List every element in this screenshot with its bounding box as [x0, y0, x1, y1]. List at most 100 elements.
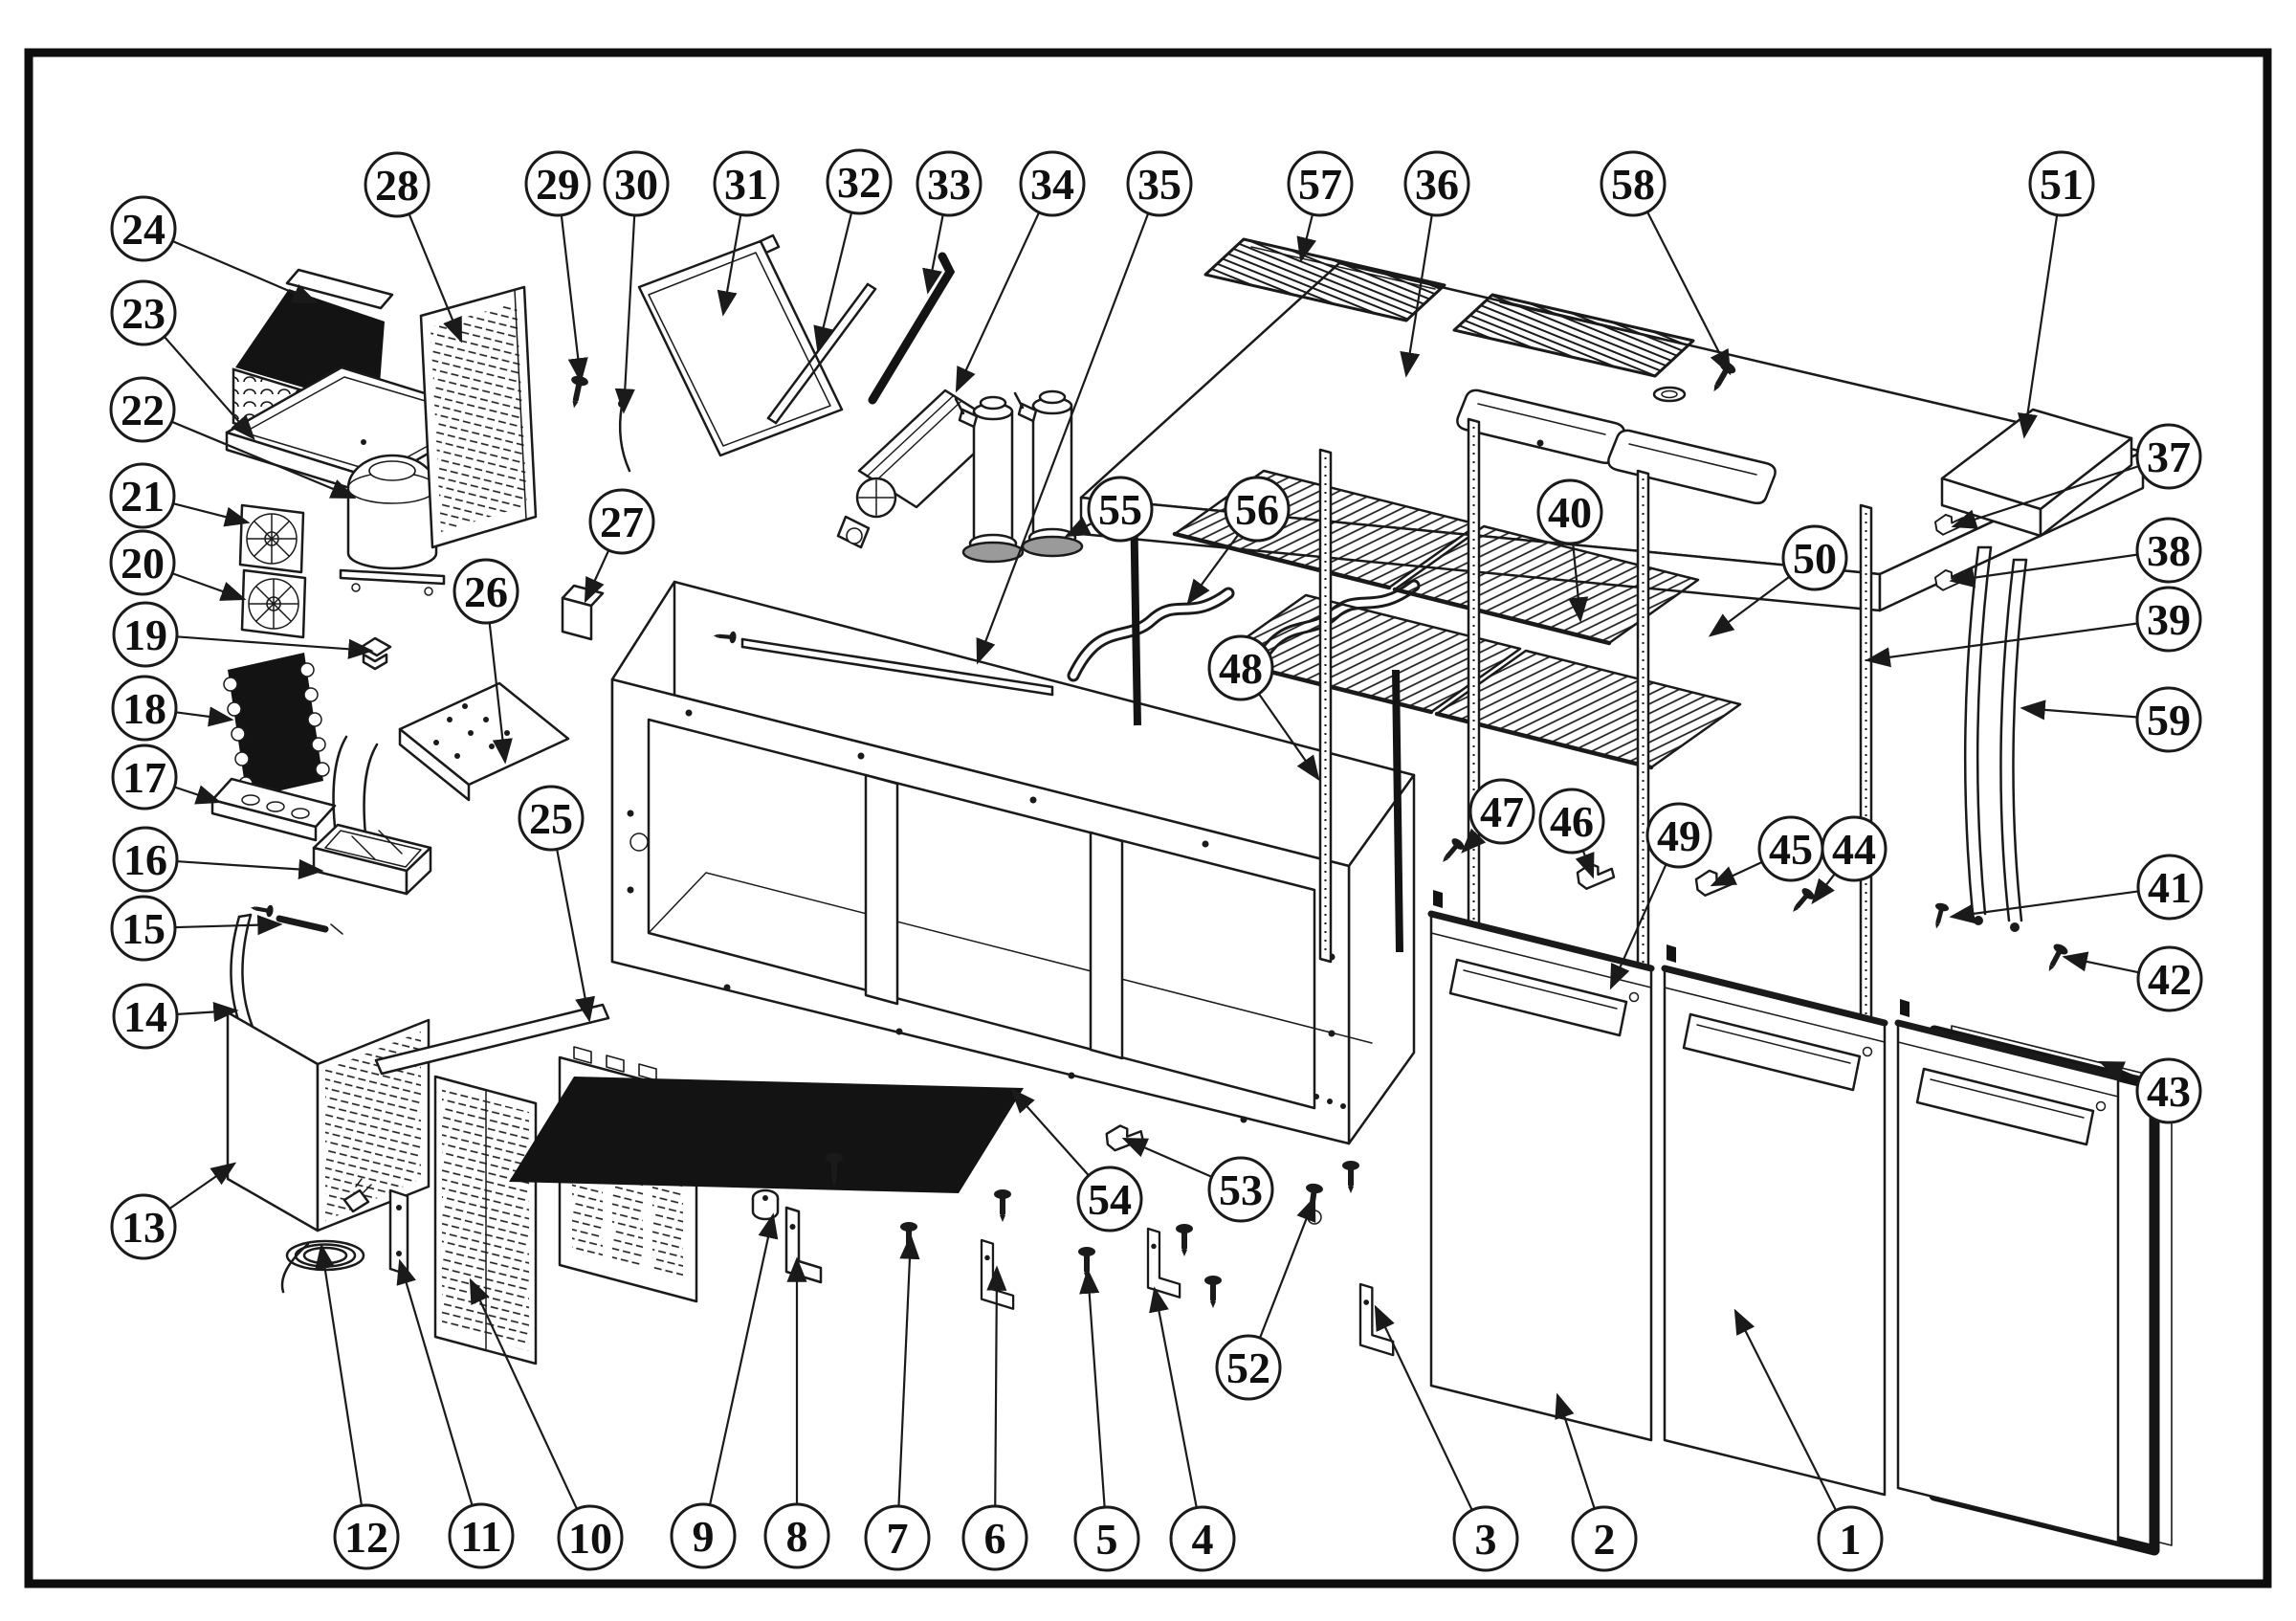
callout-number: 45 [1769, 825, 1813, 874]
callout-number: 50 [1793, 534, 1837, 583]
callout-balloon [1403, 150, 1470, 217]
callout-balloon [1215, 1334, 1282, 1401]
callout-number: 22 [121, 386, 165, 434]
callout-number: 44 [1832, 825, 1876, 874]
callout-45: 45 [1710, 815, 1824, 887]
callout-number: 13 [121, 1203, 166, 1252]
callout-balloon [2135, 517, 2202, 584]
callout-number: 48 [1219, 644, 1263, 693]
leader-line [408, 214, 463, 344]
leader-line [171, 421, 357, 500]
callout-number: 53 [1219, 1166, 1263, 1214]
callout-44: 44 [1811, 815, 1888, 905]
callout-balloon [1073, 1505, 1140, 1572]
leader-line [177, 635, 374, 659]
callout-53: 53 [1121, 1137, 1274, 1223]
leader-line [1949, 890, 2138, 924]
leader-line [1461, 828, 1487, 854]
leader-line [174, 785, 222, 805]
heater-strip-33 [868, 252, 956, 405]
callout-balloon [1571, 1505, 1638, 1572]
callout-23: 23 [110, 279, 255, 440]
leader-line [1259, 1195, 1316, 1338]
leader-line [488, 623, 513, 765]
callout-26: 26 [453, 558, 519, 765]
callout-48: 48 [1207, 634, 1320, 782]
callout-balloon [448, 1502, 515, 1569]
callout-number: 49 [1657, 811, 1701, 860]
callout-balloon [333, 1503, 400, 1570]
callout-39: 39 [1865, 586, 2202, 668]
leader-line [172, 572, 247, 601]
door-left [1427, 910, 1655, 1442]
callout-number: 52 [1226, 1343, 1270, 1392]
callout-number: 4 [1192, 1515, 1214, 1564]
callout-balloon [557, 1504, 624, 1571]
callout-balloon [518, 785, 585, 852]
leader-line [922, 215, 944, 295]
leader-line [173, 502, 251, 527]
callout-number: 14 [123, 992, 167, 1041]
callout-42: 42 [2062, 945, 2203, 1012]
callout-number: 12 [344, 1513, 388, 1562]
callout-balloon [588, 488, 655, 555]
callout-balloon [1287, 150, 1354, 217]
callout-balloon [713, 150, 780, 217]
callout-balloon [1169, 1505, 1236, 1572]
callout-38: 38 [1949, 517, 2202, 588]
callout-number: 18 [122, 684, 166, 733]
callout-balloon [109, 462, 176, 529]
condenser-fan-1 [238, 503, 305, 574]
callout-balloon [1207, 634, 1274, 701]
callout-number: 5 [1096, 1515, 1118, 1564]
leader-line [1951, 465, 2138, 529]
callout-57: 57 [1287, 150, 1354, 263]
callout-number: 37 [2147, 433, 2191, 481]
leader-line [717, 215, 742, 317]
callout-balloon [1600, 150, 1667, 217]
callout-balloon [110, 279, 177, 346]
callout-number: 42 [2148, 955, 2192, 1004]
callout-number: 38 [2147, 526, 2191, 575]
callout-balloon [1076, 1166, 1143, 1232]
fan-motor-mount [751, 1188, 780, 1221]
callout-6: 6 [961, 1265, 1028, 1571]
heater-rod-35 [713, 629, 1054, 697]
callout-number: 16 [123, 835, 167, 884]
callout-number: 55 [1098, 485, 1142, 534]
callout-25: 25 [518, 785, 595, 1023]
leader-line [1865, 622, 2137, 668]
callout-47: 47 [1461, 778, 1535, 854]
callout-balloon [111, 675, 178, 742]
callout-46: 46 [1538, 788, 1605, 879]
callout-24: 24 [110, 195, 319, 304]
callout-number: 33 [927, 160, 971, 209]
callout-number: 23 [121, 289, 166, 338]
callout-33: 33 [916, 150, 982, 295]
callout-number: 10 [568, 1514, 612, 1563]
leader-line [1555, 1392, 1596, 1509]
callout-balloon [961, 1504, 1028, 1571]
leader-line [469, 1277, 578, 1509]
callout-balloon [2136, 945, 2203, 1012]
callout-number: 2 [1594, 1515, 1616, 1564]
callout-number: 43 [2147, 1067, 2191, 1116]
callout-balloon [763, 1502, 830, 1569]
vent-grate-2 [1452, 293, 1695, 378]
callout-balloon [603, 150, 670, 217]
callout-5: 5 [1073, 1268, 1140, 1572]
callout-9: 9 [670, 1212, 779, 1569]
callout-number: 25 [529, 794, 573, 843]
leader-line [1400, 215, 1433, 378]
callout-3: 3 [1374, 1304, 1519, 1572]
leader-line [813, 212, 852, 352]
callout-1: 1 [1733, 1308, 1884, 1572]
door-hinge-pins [1433, 890, 1910, 1017]
callout-50: 50 [1708, 524, 1848, 637]
callout-18: 18 [111, 675, 234, 742]
callout-balloon [2135, 686, 2202, 753]
callout-balloon [1207, 1156, 1274, 1223]
callout-number: 1 [1840, 1515, 1862, 1564]
callout-14: 14 [112, 983, 239, 1050]
